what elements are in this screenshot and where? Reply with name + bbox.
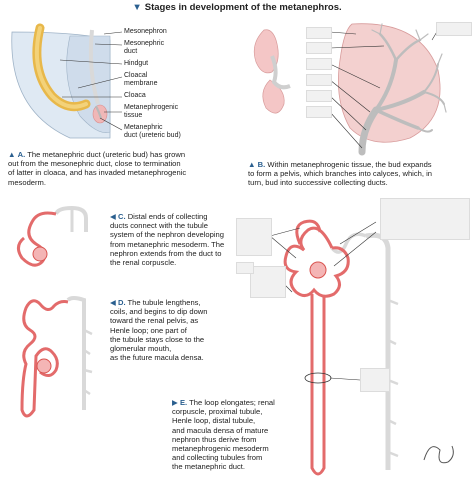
caption-d-line: as the future macula densa. bbox=[110, 353, 204, 363]
caption-e-line: corpuscle, proximal tubule, bbox=[172, 407, 263, 417]
blank-label-box bbox=[360, 368, 390, 392]
duct-d bbox=[66, 296, 86, 410]
blank-label-box bbox=[250, 266, 286, 298]
triangle-down-icon: ▼ bbox=[132, 2, 142, 13]
caption-d-line: coils, and begins to dip down bbox=[110, 307, 208, 317]
caption-b-line: to form a pelvis, which branches into ca… bbox=[248, 169, 433, 179]
duct-e bbox=[365, 232, 391, 470]
caption-d-line: The tubule lengthens, bbox=[127, 298, 201, 307]
caption-e-letter: E. bbox=[179, 398, 188, 407]
tubule-d bbox=[20, 299, 69, 418]
caption-e-line: Henle loop, distal tubule, bbox=[172, 416, 256, 426]
caption-a-line: of latter in cloaca, and has invaded met… bbox=[8, 168, 187, 178]
label-ureteric-bud: duct (ureteric bud) bbox=[124, 132, 181, 139]
caption-a-line: The metanephric duct (ureteric bud) has … bbox=[27, 150, 186, 159]
caption-b-letter: B. bbox=[257, 160, 266, 169]
caption-b-line: Within metanephrogenic tissue, the bud e… bbox=[267, 160, 432, 169]
caption-e-line: the metanephric duct. bbox=[172, 462, 246, 472]
duct-e-branches bbox=[387, 298, 399, 458]
caption-d-line: the tubule stays close to the bbox=[110, 334, 205, 344]
caption-c-line: the renal corpuscle. bbox=[110, 258, 177, 268]
tubule-e-coils bbox=[283, 226, 350, 298]
small-ureter bbox=[270, 55, 291, 90]
caption-a-line: out from the mesonephric duct, close to … bbox=[8, 159, 181, 169]
blank-label-box bbox=[306, 42, 332, 54]
mesonephric-duct bbox=[88, 29, 100, 105]
caption-e-line: and macula densa of mature bbox=[172, 425, 269, 435]
caption-e-line: nephron thus derive from bbox=[172, 434, 257, 444]
triangle-up-icon: ▲ bbox=[8, 150, 16, 159]
label-cloacal: Cloacal bbox=[124, 72, 148, 79]
label-metanephrogenic: Metanephrogenic bbox=[124, 104, 179, 111]
blank-label-box bbox=[236, 262, 254, 274]
caption-d-line: toward the renal pelvis, as bbox=[110, 316, 199, 326]
caption-d-line: glomerular mouth, bbox=[110, 344, 172, 354]
panel-b-leaders bbox=[329, 29, 439, 149]
page-title: ▼Stages in development of the metanephro… bbox=[0, 2, 474, 13]
label-tissue: tissue bbox=[124, 112, 143, 119]
duct-d-branches bbox=[83, 328, 93, 396]
panel-a-drawing bbox=[11, 23, 123, 139]
blank-label-box bbox=[306, 58, 332, 70]
panel-b-drawing bbox=[253, 23, 447, 156]
tubule-e-coils-top bbox=[295, 219, 322, 245]
corpuscle-d bbox=[36, 358, 52, 374]
corpuscle-e bbox=[309, 261, 327, 279]
blank-label-box bbox=[306, 74, 332, 86]
blank-label-box bbox=[306, 106, 332, 118]
blank-label-box bbox=[306, 27, 332, 39]
label-duct: duct bbox=[124, 48, 138, 55]
loop-marker-ring bbox=[304, 372, 332, 384]
caption-d-line: Henle loop; one part of bbox=[110, 325, 187, 335]
hindgut-inner bbox=[34, 26, 88, 109]
caption-c-line: system of the nephron developing bbox=[110, 230, 224, 240]
caption-c-line: from metanephric mesoderm. The bbox=[110, 239, 225, 249]
caption-e: ▶ E. The loop elongates; renal corpuscle… bbox=[172, 398, 300, 472]
caption-a-line: mesoderm. bbox=[8, 177, 46, 187]
corpuscle-c bbox=[32, 246, 48, 262]
signature-flourish bbox=[423, 445, 454, 464]
caption-a: ▲ A. The metanephric duct (ureteric bud)… bbox=[8, 150, 238, 187]
caption-b-line: turn, bud into successive collecting duc… bbox=[248, 178, 388, 188]
label-hindgut: Hindgut bbox=[124, 60, 149, 67]
label-cloaca: Cloaca bbox=[124, 92, 146, 99]
triangle-up-icon: ▲ bbox=[248, 160, 256, 169]
henle-loop-e bbox=[310, 294, 326, 476]
blank-label-box bbox=[306, 90, 332, 102]
collecting-tree bbox=[358, 23, 447, 156]
caption-c: ◀ C. Distal ends of collecting ducts con… bbox=[110, 212, 234, 267]
title-text: Stages in development of the metanephros… bbox=[144, 2, 342, 13]
duct-e-connector bbox=[330, 232, 367, 254]
caption-e-line: metanephrogenic mesoderm bbox=[172, 444, 269, 454]
caption-c-letter: C. bbox=[117, 212, 126, 221]
triangle-left-icon: ◀ bbox=[110, 212, 116, 221]
caption-e-line: and collecting tubules from bbox=[172, 453, 263, 463]
caption-d: ◀ D. The tubule lengthens, coils, and be… bbox=[110, 298, 234, 362]
triangle-left-icon: ◀ bbox=[110, 298, 116, 307]
caption-c-line: Distal ends of collecting bbox=[127, 212, 208, 221]
panel-d-drawing bbox=[20, 296, 93, 418]
label-mesonephric: Mesonephric bbox=[124, 40, 165, 47]
blank-label-box bbox=[436, 22, 472, 36]
label-membrane: membrane bbox=[124, 80, 158, 87]
blank-label-box bbox=[380, 198, 470, 240]
caption-a-letter: A. bbox=[17, 150, 26, 159]
caption-b: ▲ B. Within metanephrogenic tissue, the … bbox=[248, 160, 470, 188]
caption-c-line: nephron extends from the duct to bbox=[110, 248, 222, 258]
triangle-right-icon: ▶ bbox=[172, 398, 178, 407]
panel-c-drawing bbox=[17, 205, 88, 267]
caption-d-letter: D. bbox=[117, 298, 126, 307]
caption-c-line: ducts connect with the tubule bbox=[110, 221, 208, 231]
caption-e-line: The loop elongates; renal bbox=[189, 398, 275, 407]
ureteric-bud bbox=[95, 105, 103, 119]
label-mesonephron: Mesonephron bbox=[124, 28, 167, 35]
label-metanephric: Metanephric bbox=[124, 124, 163, 131]
panel-a-leaders bbox=[59, 31, 123, 131]
blank-label-box bbox=[236, 218, 272, 256]
